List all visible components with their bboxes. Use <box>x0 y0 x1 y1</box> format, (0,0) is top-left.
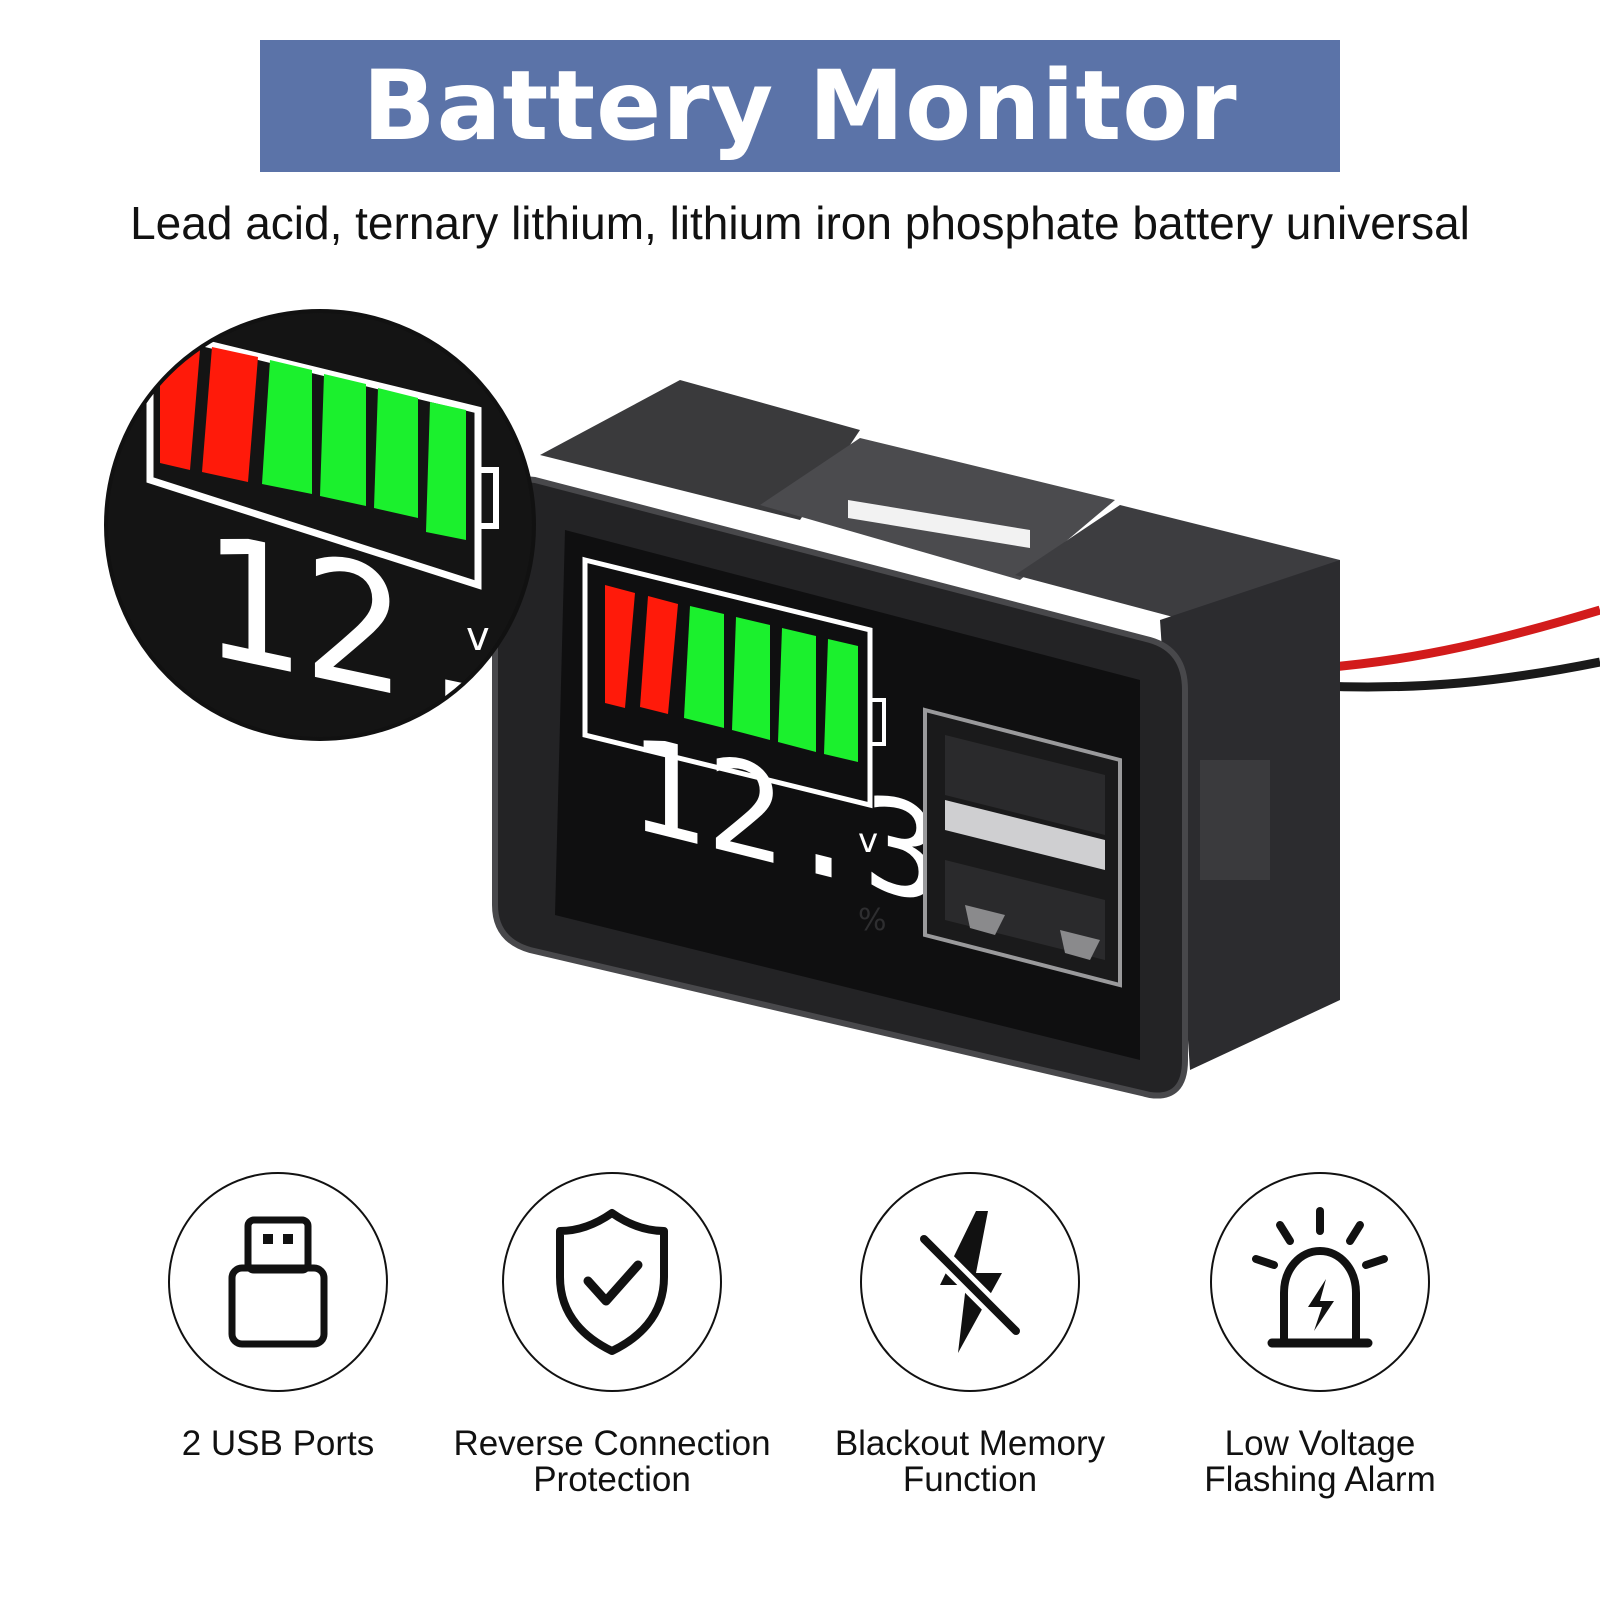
front-percent-text: % <box>858 903 887 938</box>
feature-reverse-protection: Reverse Connection Protection <box>432 1172 792 1498</box>
usb-icon <box>228 1216 328 1348</box>
no-lightning-icon <box>915 1211 1025 1353</box>
feature-low-voltage-alarm: Low Voltage Flashing Alarm <box>1140 1172 1500 1498</box>
subtitle: Lead acid, ternary lithium, lithium iron… <box>130 197 1470 249</box>
feature-label: 2 USB Ports <box>181 1424 375 1463</box>
feature-blackout-memory: Blackout Memory Function <box>790 1172 1150 1498</box>
alarm-light-icon <box>1252 1207 1388 1348</box>
zoom-unit-text: v <box>466 614 490 660</box>
title-banner: Battery Monitor <box>260 40 1340 172</box>
product-illustration: 12.3 v % 12.3 v <box>104 309 1600 1099</box>
banner-title: Battery Monitor <box>362 50 1238 162</box>
feature-label: Blackout Memory Function <box>834 1424 1106 1499</box>
front-unit-text: v <box>858 821 878 861</box>
feature-usb-ports: 2 USB Ports <box>98 1172 458 1462</box>
shield-check-icon <box>556 1209 668 1355</box>
feature-circle <box>1210 1172 1430 1392</box>
feature-label: Low Voltage Flashing Alarm <box>1204 1424 1436 1499</box>
feature-circle <box>860 1172 1080 1392</box>
feature-label: Reverse Connection Protection <box>453 1424 771 1499</box>
feature-circle <box>502 1172 722 1392</box>
feature-row: 2 USB Ports Reverse Connection Protectio… <box>0 1172 1600 1532</box>
feature-circle <box>168 1172 388 1392</box>
